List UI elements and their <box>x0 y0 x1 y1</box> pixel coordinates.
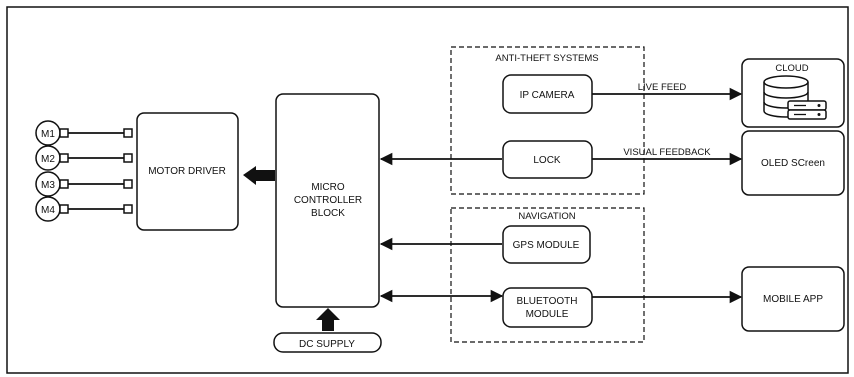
motor-driver-label: MOTOR DRIVER <box>148 166 226 177</box>
micro-controller-block <box>275 93 380 308</box>
bluetooth-module-block <box>502 287 593 328</box>
oled-screen-label: OLED SCreen <box>761 158 825 169</box>
database-server-icon <box>763 75 827 120</box>
motor-label: M2 <box>41 154 55 165</box>
navigation-group-label: NAVIGATION <box>518 211 575 222</box>
driver-connector <box>123 179 133 189</box>
dc-supply-block <box>273 332 382 353</box>
motor-connector <box>59 179 69 189</box>
driver-connector <box>123 204 133 214</box>
micro-controller-label-line3: BLOCK <box>311 208 345 219</box>
live-feed-label: LIVE FEED <box>638 82 687 93</box>
motor-connector <box>59 128 69 138</box>
driver-control-arrow <box>243 166 275 185</box>
micro-controller-label-line2: CONTROLLER <box>294 195 362 206</box>
motor-driver-block <box>136 112 239 231</box>
motor-m4: M4 <box>35 196 133 222</box>
gps-module-block <box>502 225 591 264</box>
motor-label: M3 <box>41 180 55 191</box>
lock-label: LOCK <box>533 155 561 166</box>
outer-frame <box>6 6 849 374</box>
bluetooth-label-line2: MODULE <box>526 309 569 320</box>
motor-label: M4 <box>41 205 55 216</box>
bluetooth-label-line1: BLUETOOTH <box>517 296 578 307</box>
ip-camera-label: IP CAMERA <box>520 90 575 101</box>
power-arrow <box>316 308 340 331</box>
visual-feedback-label: VISUAL FEEDBACK <box>623 147 711 158</box>
motor-m3: M3 <box>35 171 133 197</box>
gps-module-label: GPS MODULE <box>513 240 580 251</box>
motor-m2: M2 <box>35 145 133 171</box>
navigation-group <box>450 207 645 343</box>
anti-theft-group-label: ANTI-THEFT SYSTEMS <box>495 53 598 64</box>
anti-theft-group <box>450 46 645 195</box>
driver-connector <box>123 128 133 138</box>
mobile-app-label: MOBILE APP <box>763 294 823 305</box>
micro-controller-label-line1: MICRO <box>311 182 345 193</box>
dc-supply-label: DC SUPPLY <box>299 339 355 350</box>
motor-connector <box>59 204 69 214</box>
motor-connector <box>59 153 69 163</box>
motor-m1: M1 <box>35 120 133 146</box>
driver-connector <box>123 153 133 163</box>
motor-label: M1 <box>41 129 55 140</box>
cloud-label: CLOUD <box>775 63 808 74</box>
